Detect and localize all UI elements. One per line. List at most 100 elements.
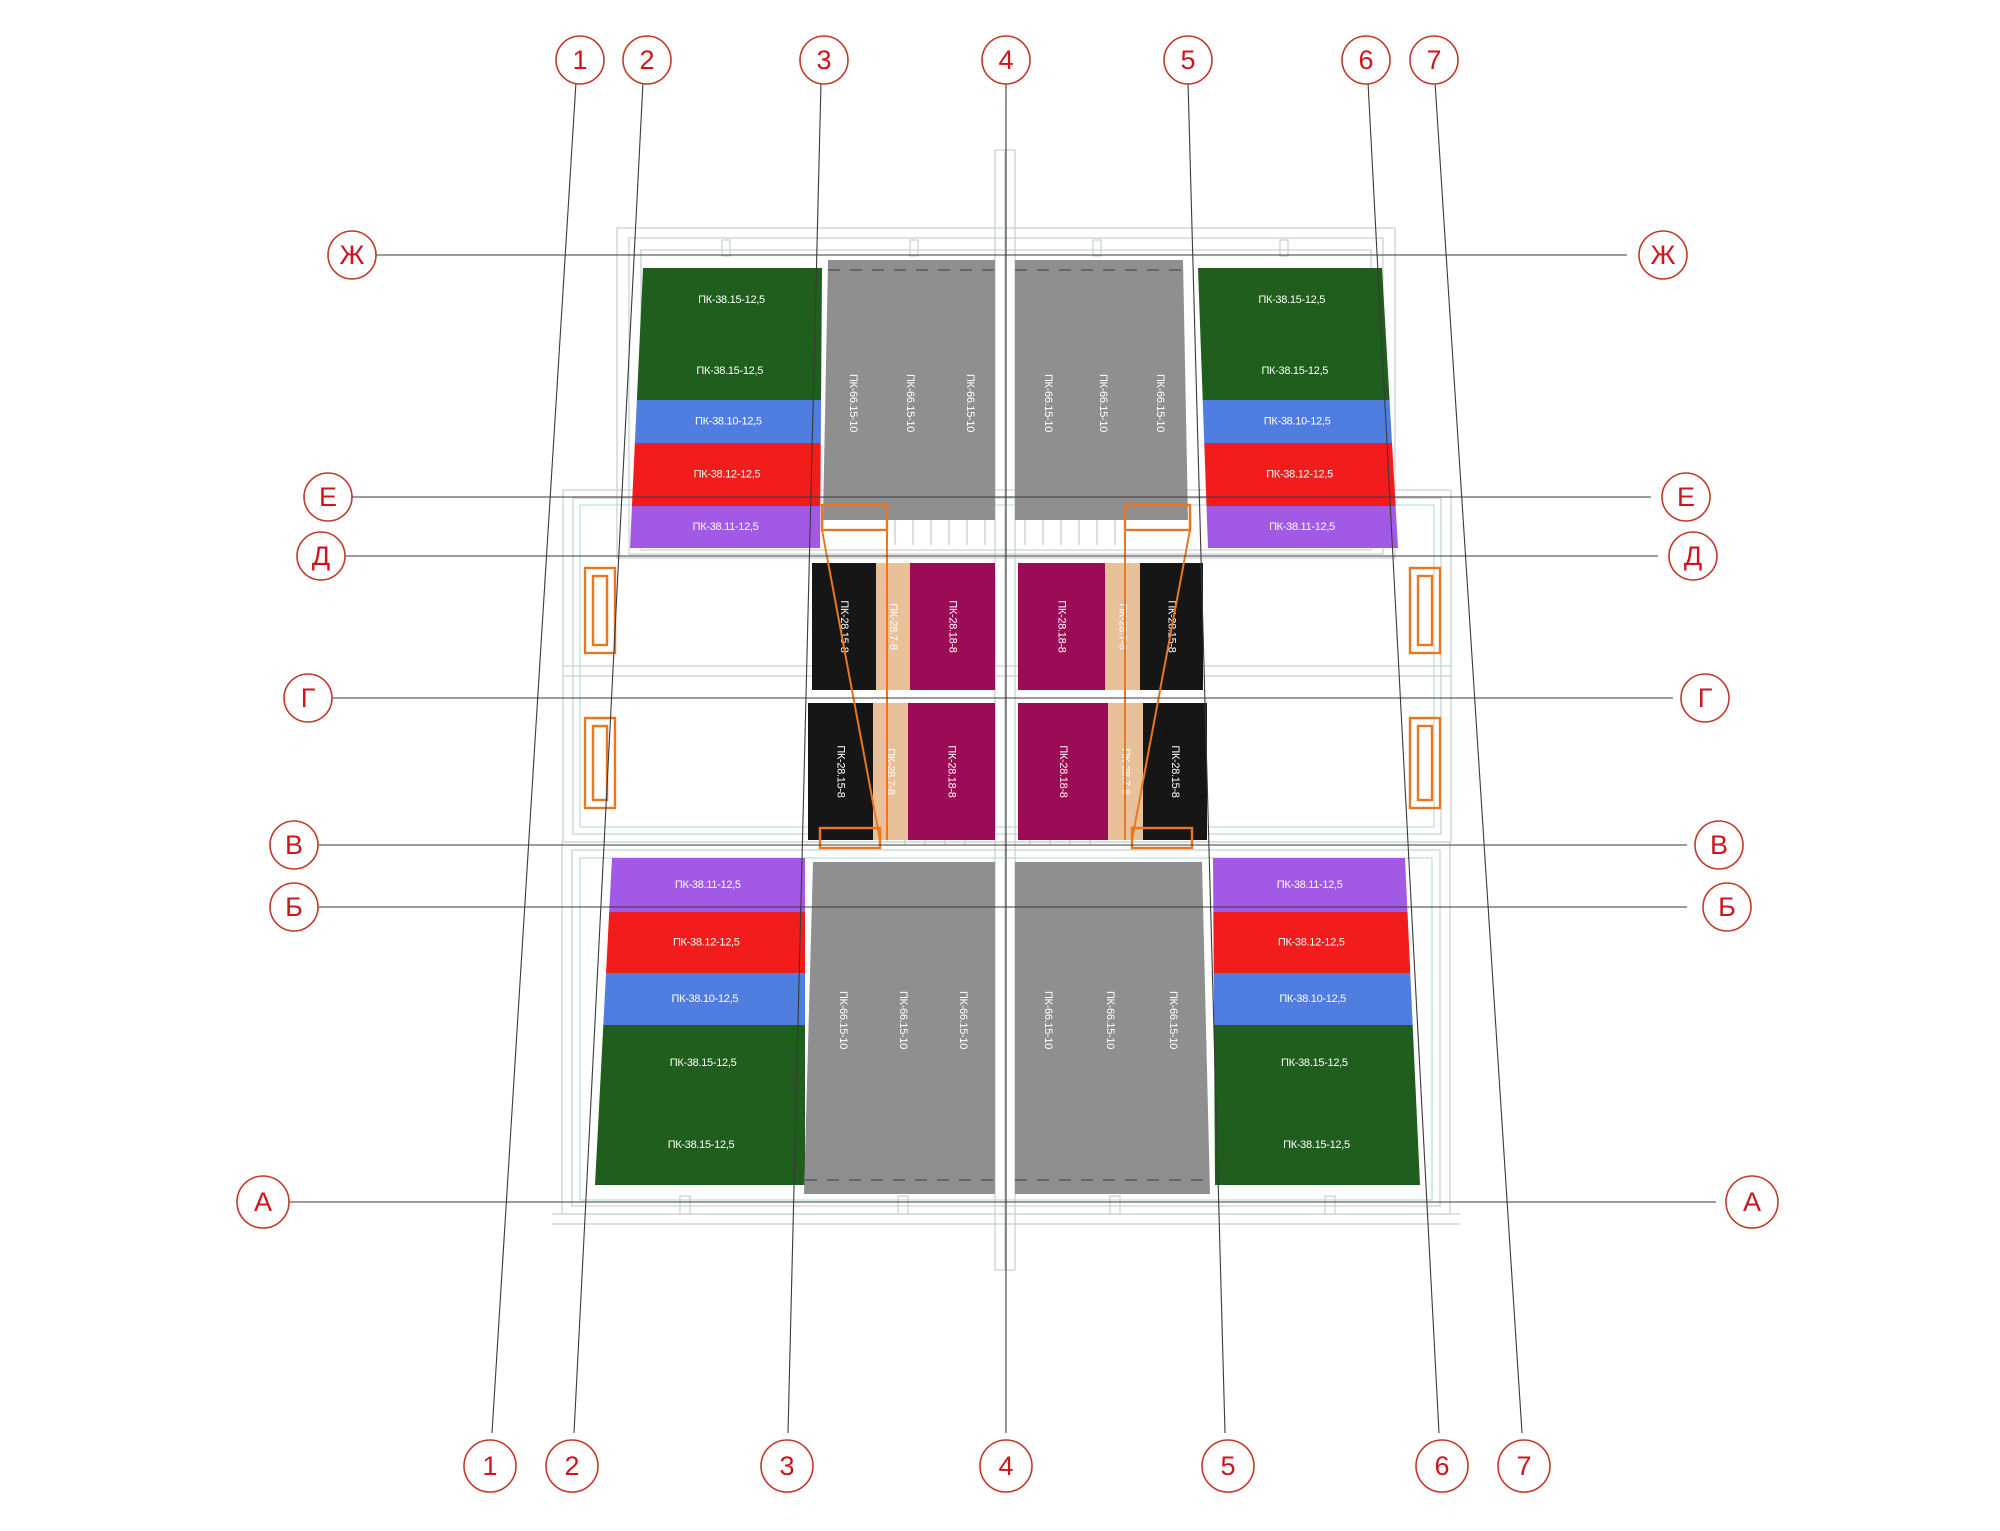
svg-text:7: 7 bbox=[1426, 45, 1441, 75]
label-slab-black-upper-left: ПК-28.15-8 bbox=[838, 600, 850, 652]
slab-top-left-2 bbox=[636, 342, 822, 400]
svg-text:Г: Г bbox=[301, 683, 316, 713]
slab-top-left-3 bbox=[634, 400, 822, 443]
label-slab-black-lower-left: ПК-28.15-8 bbox=[835, 745, 847, 797]
svg-text:Ж: Ж bbox=[340, 240, 365, 270]
axis-bubble-ye-right: Е bbox=[1661, 472, 1711, 522]
axis-bubble-4-top: 4 bbox=[981, 35, 1031, 85]
slab-label-gray-bottom-right-3: ПК-66.15-10 bbox=[1167, 991, 1179, 1049]
label-slab-magenta-lower-right: ПК-28.18-8 bbox=[1057, 745, 1069, 797]
slab-label-bottom-left-3: ПК-38.10-12,5 bbox=[671, 993, 738, 1005]
svg-text:3: 3 bbox=[779, 1451, 794, 1481]
axis-bubble-b-left: Б bbox=[269, 882, 319, 932]
slab-label-bottom-left-2: ПК-38.12-12,5 bbox=[673, 937, 740, 949]
slab-panels: ПК-38.15-12,5ПК-38.15-12,5ПК-38.10-12,5П… bbox=[595, 260, 1420, 1194]
window-frame bbox=[591, 724, 609, 802]
svg-text:Е: Е bbox=[319, 482, 337, 512]
slab-bottom-right-1 bbox=[1213, 858, 1408, 912]
slab-bottom-left-3 bbox=[603, 973, 805, 1025]
slab-label-gray-bottom-right-1: ПК-66.15-10 bbox=[1042, 991, 1054, 1049]
axis-bubble-6-bottom: 6 bbox=[1415, 1439, 1469, 1493]
slab-label-gray-bottom-left-3: ПК-66.15-10 bbox=[957, 991, 969, 1049]
slab-peach-upper-left bbox=[876, 563, 910, 690]
stair-frame bbox=[818, 826, 882, 850]
axis-bubble-1-bottom: 1 bbox=[463, 1439, 517, 1493]
label-slab-peach-upper-left: ПК-28.7-8 bbox=[887, 603, 899, 650]
slab-label-gray-bottom-left-1: ПК-66.15-10 bbox=[837, 991, 849, 1049]
slab-label-bottom-left-1: ПК-38.11-12,5 bbox=[675, 879, 741, 891]
slab-gray-bottom-left bbox=[804, 862, 995, 1194]
slab-black-lower-left bbox=[808, 703, 873, 840]
axis-bubble-7-top: 7 bbox=[1409, 35, 1459, 85]
slab-label-gray-bottom-left-2: ПК-66.15-10 bbox=[897, 991, 909, 1049]
svg-text:7: 7 bbox=[1516, 1451, 1531, 1481]
svg-text:2: 2 bbox=[564, 1451, 579, 1481]
svg-text:2: 2 bbox=[639, 45, 654, 75]
window-frame bbox=[1416, 724, 1434, 802]
axis-bubble-zh-right: Ж bbox=[1638, 230, 1688, 280]
slab-label-bottom-left-4: ПК-38.15-12,5 bbox=[670, 1057, 737, 1069]
window-frame bbox=[583, 716, 617, 810]
label-slab-magenta-lower-left: ПК-28.18-8 bbox=[946, 745, 958, 797]
slab-bottom-right-5 bbox=[1214, 1105, 1420, 1185]
window-frame bbox=[583, 566, 617, 655]
window-frame bbox=[1408, 566, 1442, 655]
slab-label-top-right-5: ПК-38.11-12,5 bbox=[1269, 521, 1335, 533]
axis-bubble-a-left: А bbox=[236, 1175, 290, 1229]
axis-bubble-v-left: В bbox=[269, 820, 319, 870]
slab-black-upper-left bbox=[812, 563, 876, 690]
axis-bubble-7-bottom: 7 bbox=[1497, 1439, 1551, 1493]
axis-bubble-g-left: Г bbox=[283, 673, 333, 723]
slab-magenta-lower-left bbox=[908, 703, 995, 840]
slab-top-left-4 bbox=[631, 443, 821, 506]
slab-top-right-4 bbox=[1204, 443, 1396, 506]
axis-bubble-ye-left: Е bbox=[303, 472, 353, 522]
slab-gray-bottom-right bbox=[1015, 862, 1210, 1194]
svg-text:6: 6 bbox=[1358, 45, 1373, 75]
slab-label-top-right-2: ПК-38.15-12,5 bbox=[1261, 365, 1328, 377]
slab-gray-top-right bbox=[1015, 260, 1188, 520]
axis-bubble-2-bottom: 2 bbox=[545, 1439, 599, 1493]
axis-bubble-g-right: Г bbox=[1680, 673, 1730, 723]
window-frame bbox=[1408, 716, 1442, 810]
slab-bottom-left-1 bbox=[609, 858, 805, 912]
axis-bubble-5-top: 5 bbox=[1163, 35, 1213, 85]
svg-text:3: 3 bbox=[816, 45, 831, 75]
slab-bottom-left-5 bbox=[595, 1105, 805, 1185]
axis-bubble-b-right: Б bbox=[1702, 882, 1752, 932]
svg-text:5: 5 bbox=[1220, 1451, 1235, 1481]
svg-text:Е: Е bbox=[1677, 482, 1695, 512]
axis-bubble-2-top: 2 bbox=[622, 35, 672, 85]
svg-text:6: 6 bbox=[1434, 1451, 1449, 1481]
svg-text:5: 5 bbox=[1180, 45, 1195, 75]
svg-text:4: 4 bbox=[998, 1451, 1013, 1481]
axis-bubble-3-top: 3 bbox=[799, 35, 849, 85]
slab-label-gray-bottom-right-2: ПК-66.15-10 bbox=[1104, 991, 1116, 1049]
slab-label-gray-top-left-1: ПК-66.15-10 bbox=[847, 374, 859, 432]
label-slab-magenta-upper-left: ПК-28.18-8 bbox=[947, 600, 959, 652]
slab-label-top-left-5: ПК-38.11-12,5 bbox=[693, 521, 759, 533]
label-slab-magenta-upper-right: ПК-28.18-8 bbox=[1056, 600, 1068, 652]
slab-bottom-right-3 bbox=[1213, 973, 1413, 1025]
window-frame bbox=[591, 574, 609, 647]
axis-bubble-v-right: В bbox=[1694, 820, 1744, 870]
slab-label-bottom-right-4: ПК-38.15-12,5 bbox=[1281, 1057, 1348, 1069]
axis-bubble-3-bottom: 3 bbox=[760, 1439, 814, 1493]
slab-label-top-right-4: ПК-38.12-12,5 bbox=[1266, 469, 1333, 481]
axis-bubble-zh-left: Ж bbox=[327, 230, 377, 280]
slab-label-top-left-2: ПК-38.15-12,5 bbox=[696, 365, 763, 377]
slab-top-left-1 bbox=[639, 268, 822, 342]
svg-text:В: В bbox=[285, 830, 303, 860]
slab-bottom-right-4 bbox=[1214, 1025, 1417, 1105]
window-frame bbox=[1416, 574, 1434, 647]
slab-label-gray-top-left-2: ПК-66.15-10 bbox=[904, 374, 916, 432]
svg-text:Ж: Ж bbox=[1651, 240, 1676, 270]
slab-label-bottom-right-2: ПК-38.12-12,5 bbox=[1278, 937, 1345, 949]
slab-label-bottom-right-1: ПК-38.11-12,5 bbox=[1277, 879, 1343, 891]
svg-text:А: А bbox=[1743, 1187, 1761, 1217]
slab-bottom-left-4 bbox=[599, 1025, 805, 1105]
slab-label-bottom-left-5: ПК-38.15-12,5 bbox=[668, 1139, 735, 1151]
slab-bottom-right-2 bbox=[1213, 912, 1411, 973]
axis-bubble-d-right: Д bbox=[1668, 531, 1718, 581]
